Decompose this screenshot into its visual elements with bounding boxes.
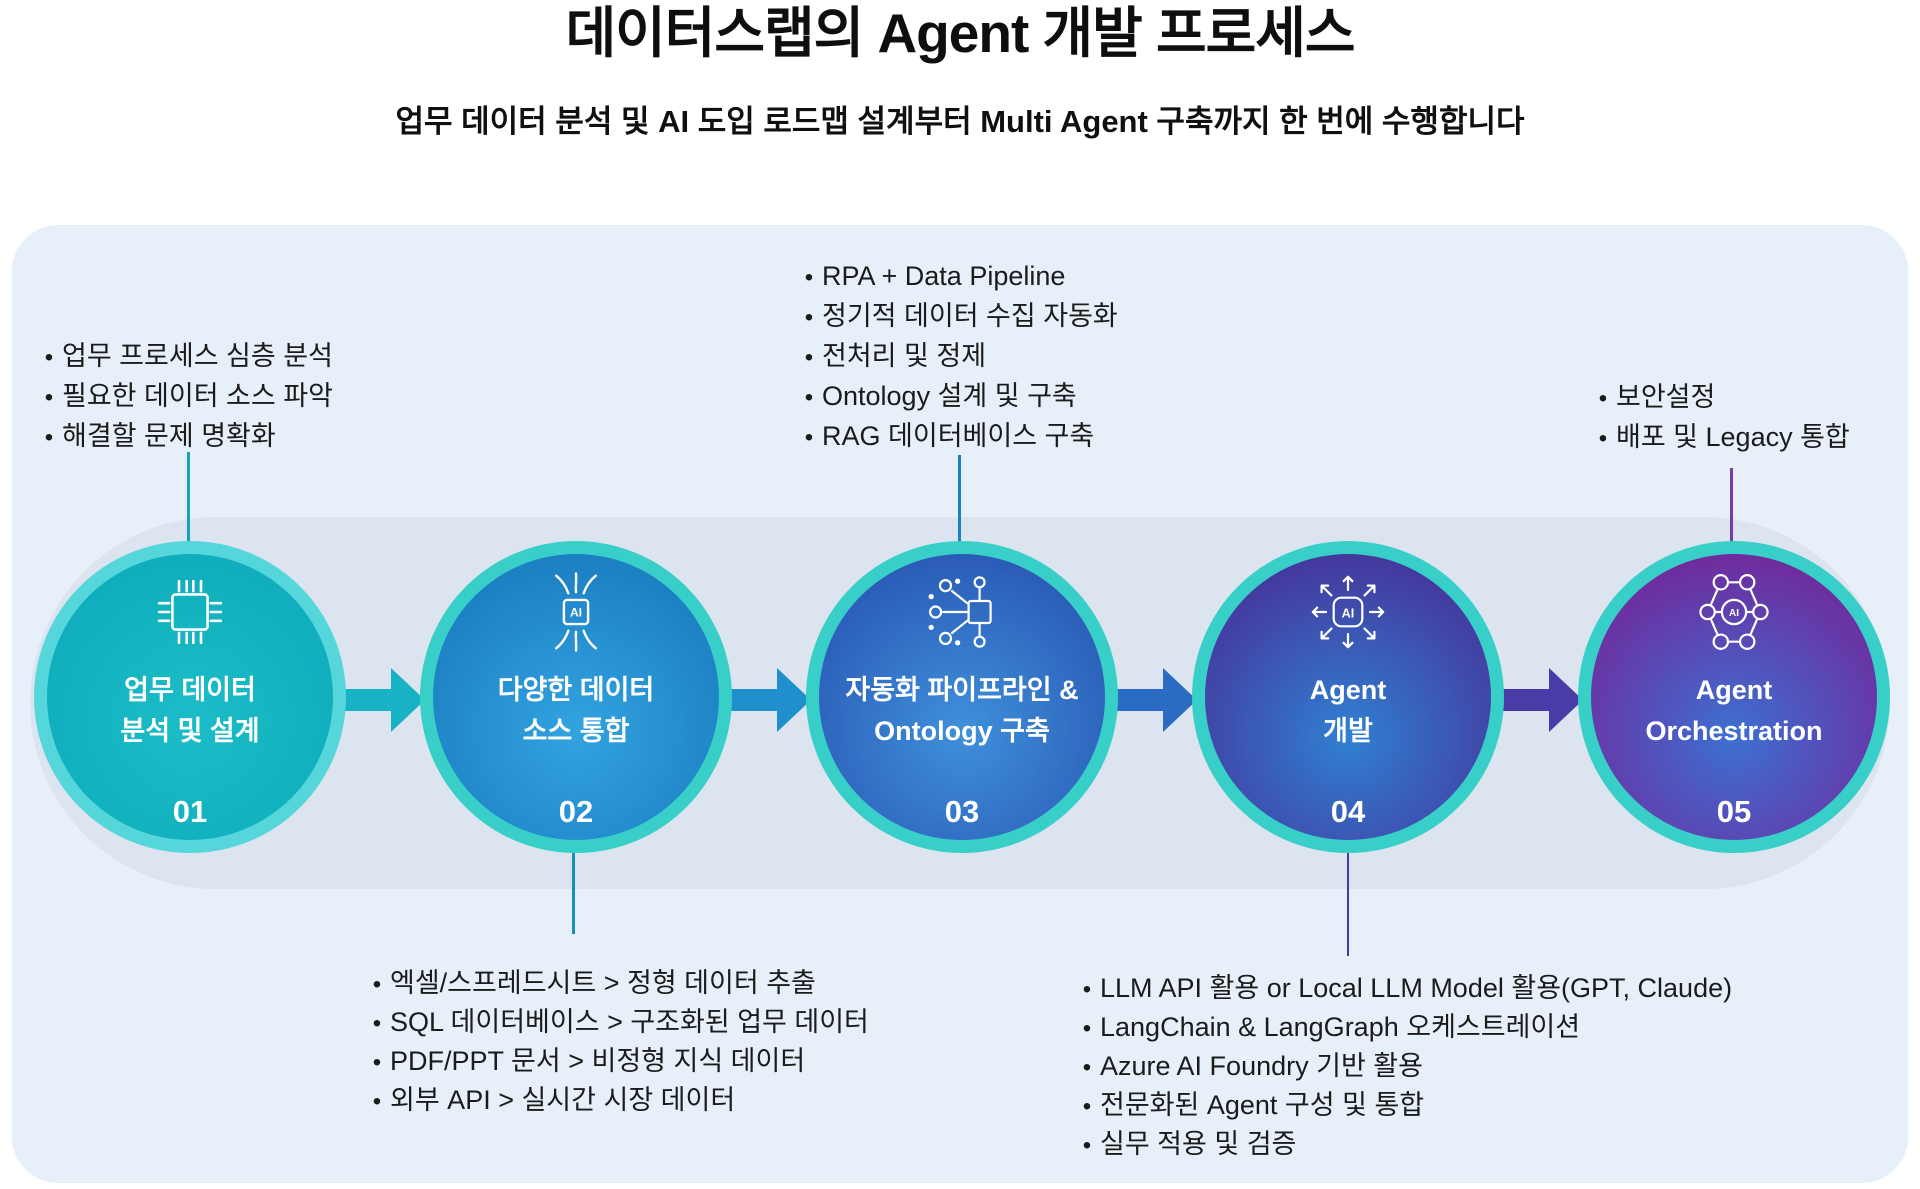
bullet-dot: • — [1082, 1093, 1092, 1120]
list-item: •전문화된 Agent 구성 및 통합 — [1074, 1086, 1732, 1125]
step-circle-03-face: 자동화 파이프라인 & Ontology 구축 03 — [819, 554, 1105, 840]
bullet-dot: • — [372, 1049, 382, 1076]
list-item: •전처리 및 정제 — [796, 336, 1118, 376]
list-item: •외부 API > 실시간 시장 데이터 — [364, 1081, 869, 1120]
bullet-dot: • — [804, 304, 814, 331]
step-title: Agent 개발 — [1309, 675, 1387, 746]
step-number: 01 — [172, 794, 208, 829]
list-item: •업무 프로세스 심층 분석 — [36, 336, 333, 376]
step-circle-05-face: AI Agent Orchestration 05 — [1591, 554, 1877, 840]
chip-network-icon — [928, 568, 1006, 656]
step-circle-04: AI Agent 개발 04 — [1192, 541, 1504, 853]
step-title: 자동화 파이프라인 & Ontology 구축 — [845, 675, 1079, 746]
bullet-dot: • — [1082, 1054, 1092, 1081]
connector-line-step-03 — [958, 455, 961, 544]
bullet-dot: • — [1598, 385, 1608, 412]
bullet-dot: • — [372, 971, 382, 998]
bullet-dot: • — [804, 384, 814, 411]
bullet-dot: • — [1082, 1015, 1092, 1042]
step-circle-01-face: 업무 데이터 분석 및 설계 01 — [47, 554, 333, 840]
bullet-dot: • — [1082, 976, 1092, 1003]
list-item: •해결할 문제 명확화 — [36, 416, 333, 456]
bullet-dot: • — [804, 344, 814, 371]
list-item: •Azure AI Foundry 기반 활용 — [1074, 1047, 1732, 1086]
list-item: •LLM API 활용 or Local LLM Model 활용(GPT, C… — [1074, 969, 1732, 1008]
step-number: 03 — [944, 794, 980, 829]
svg-text:AI: AI — [1729, 608, 1739, 619]
list-item: •배포 및 Legacy 통합 — [1590, 417, 1850, 457]
list-item: •PDF/PPT 문서 > 비정형 지식 데이터 — [364, 1042, 869, 1081]
step-title: 다양한 데이터 소스 통합 — [497, 675, 655, 746]
connector-line-step-05 — [1730, 468, 1733, 546]
step-circle-02-face: AI 다양한 데이터 소스 통합 02 — [433, 554, 719, 840]
flow-arrow-3-4-icon — [1113, 668, 1197, 732]
flow-arrow-1-2-icon — [341, 668, 425, 732]
bullet-dot: • — [372, 1088, 382, 1115]
step-03-bullet-list: •RPA + Data Pipeline •정기적 데이터 수집 자동화 •전처… — [796, 256, 1118, 456]
step-number: 05 — [1716, 794, 1752, 829]
list-item: •필요한 데이터 소스 파악 — [36, 376, 333, 416]
step-number: 02 — [558, 794, 594, 829]
list-item: •RPA + Data Pipeline — [796, 256, 1118, 296]
flow-arrow-4-5-icon — [1499, 668, 1583, 732]
step-title: 업무 데이터 분석 및 설계 — [120, 675, 260, 746]
list-item: •RAG 데이터베이스 구축 — [796, 416, 1118, 456]
bullet-dot: • — [44, 384, 54, 411]
list-item: •Ontology 설계 및 구축 — [796, 376, 1118, 416]
cpu-chip-icon — [146, 568, 234, 656]
step-04-bullet-list: •LLM API 활용 or Local LLM Model 활용(GPT, C… — [1074, 969, 1732, 1164]
step-circle-03: 자동화 파이프라인 & Ontology 구축 03 — [806, 541, 1118, 853]
bullet-dot: • — [44, 344, 54, 371]
bullet-dot: • — [1082, 1132, 1092, 1159]
step-circle-01: 업무 데이터 분석 및 설계 01 — [34, 541, 346, 853]
step-title: Agent Orchestration — [1645, 675, 1823, 746]
connector-line-step-01 — [187, 452, 190, 544]
bullet-dot: • — [372, 1010, 382, 1037]
step-circle-05: AI Agent Orchestration 05 — [1578, 541, 1890, 853]
list-item: •정기적 데이터 수집 자동화 — [796, 296, 1118, 336]
step-05-bullet-list: •보안설정 •배포 및 Legacy 통합 — [1590, 377, 1850, 457]
step-01-bullet-list: •업무 프로세스 심층 분석 •필요한 데이터 소스 파악 •해결할 문제 명확… — [36, 336, 333, 456]
list-item: •SQL 데이터베이스 > 구조화된 업무 데이터 — [364, 1003, 869, 1042]
bullet-dot: • — [804, 264, 814, 291]
connector-line-step-04 — [1347, 848, 1349, 956]
list-item: •실무 적용 및 검증 — [1074, 1125, 1732, 1164]
svg-text:AI: AI — [1342, 607, 1355, 621]
page-title: 데이터스랩의 Agent 개발 프로세스 — [565, 2, 1356, 64]
list-item: •보안설정 — [1590, 377, 1850, 417]
step-circle-02: AI 다양한 데이터 소스 통합 02 — [420, 541, 732, 853]
svg-text:AI: AI — [570, 605, 582, 619]
step-number: 04 — [1330, 794, 1366, 829]
page-subtitle: 업무 데이터 분석 및 AI 도입 로드맵 설계부터 Multi Agent 구… — [395, 104, 1525, 139]
flow-arrow-2-3-icon — [727, 668, 811, 732]
hexagon-network-ai-icon: AI — [1690, 568, 1778, 656]
step-circle-04-face: AI Agent 개발 04 — [1205, 554, 1491, 840]
bullet-dot: • — [44, 424, 54, 451]
list-item: •엑셀/스프레드시트 > 정형 데이터 추출 — [364, 964, 869, 1003]
bullet-dot: • — [1598, 425, 1608, 452]
ai-chip-rays-icon: AI — [532, 568, 620, 656]
bullet-dot: • — [804, 424, 814, 451]
connector-line-step-02 — [572, 848, 575, 934]
ai-expand-arrows-icon: AI — [1304, 568, 1392, 656]
step-02-bullet-list: •엑셀/스프레드시트 > 정형 데이터 추출 •SQL 데이터베이스 > 구조화… — [364, 964, 869, 1120]
list-item: •LangChain & LangGraph 오케스트레이션 — [1074, 1008, 1732, 1047]
